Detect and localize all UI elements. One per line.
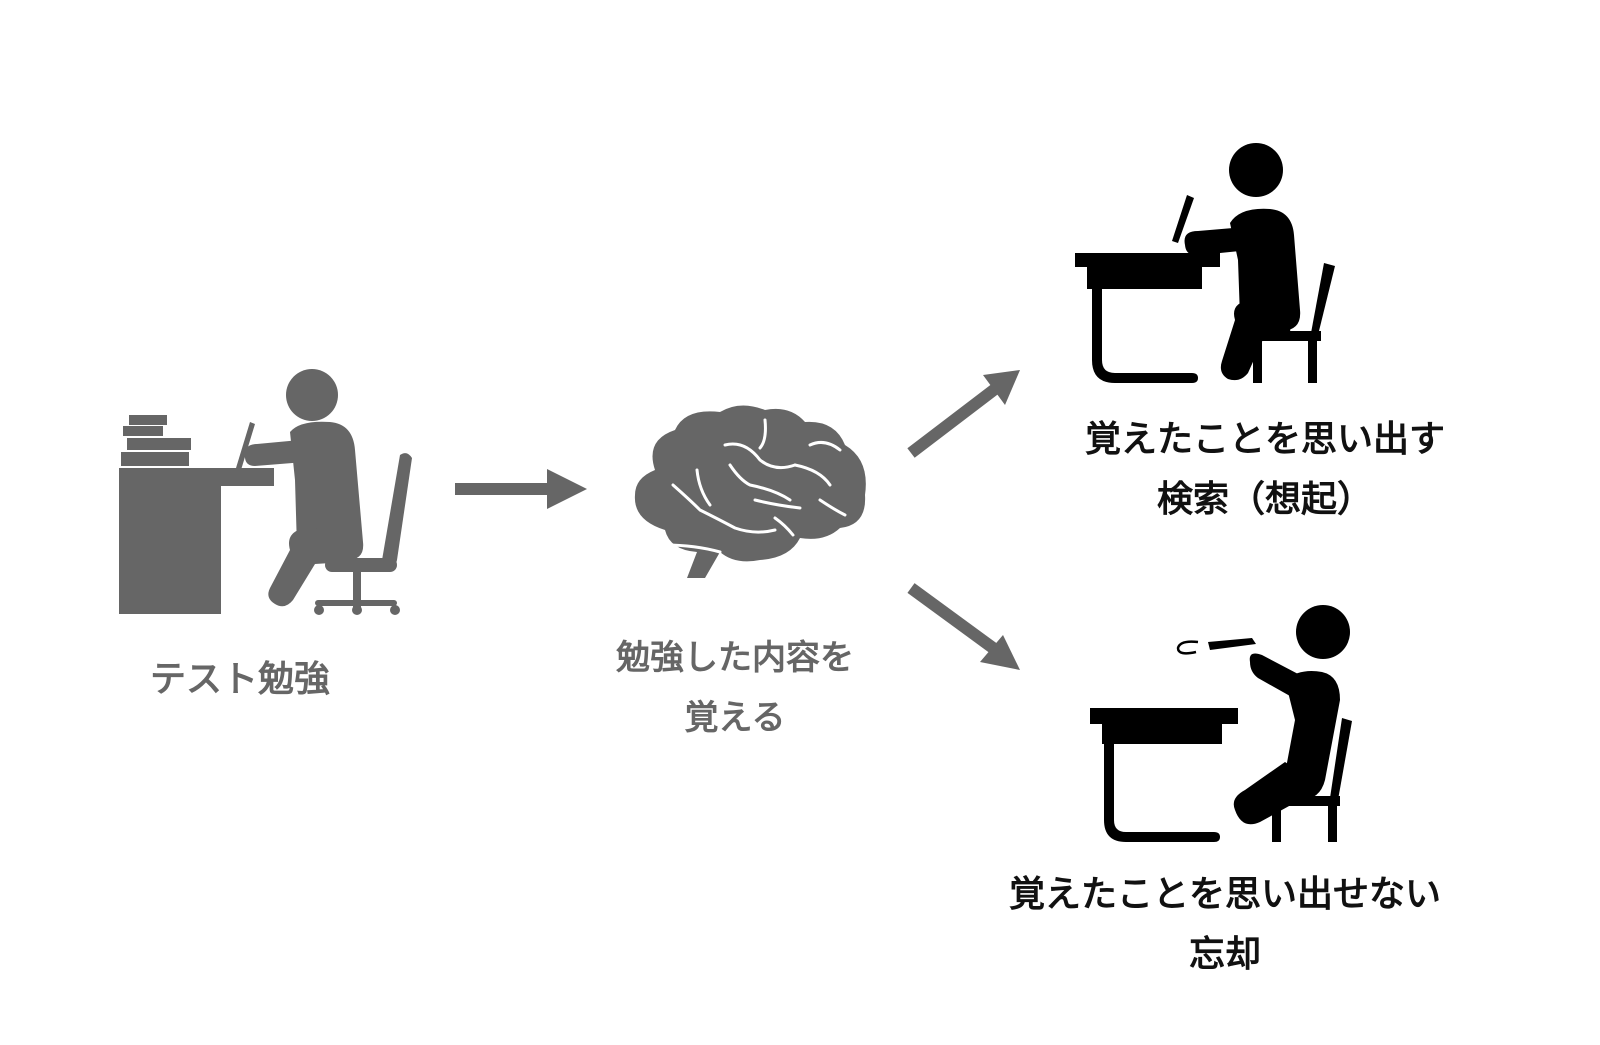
study-node — [115, 360, 425, 620]
recall-node — [1070, 135, 1350, 390]
writing-at-desk-icon — [1075, 143, 1335, 383]
arrow-down-right-icon — [907, 583, 1020, 670]
studying-at-desk-icon — [119, 369, 412, 615]
forget-label-line2: 忘却 — [1188, 934, 1261, 975]
arrow-up-right-icon — [907, 370, 1020, 458]
forget-node — [1090, 600, 1370, 845]
brain-label-line1: 勉強した内容を — [616, 638, 854, 678]
recall-label-line2: 検索（想起） — [1156, 479, 1373, 520]
study-label: テスト勉強 — [149, 659, 330, 700]
brain-node — [625, 400, 875, 590]
arrow-right-icon — [455, 469, 587, 509]
brain-icon — [634, 405, 866, 578]
recall-label-line1: 覚えたことを思い出す — [1084, 419, 1445, 460]
giving-up-at-desk-icon — [1090, 605, 1352, 842]
brain-label-line2: 覚える — [684, 698, 786, 738]
forget-label-line1: 覚えたことを思い出せない — [1008, 874, 1441, 915]
